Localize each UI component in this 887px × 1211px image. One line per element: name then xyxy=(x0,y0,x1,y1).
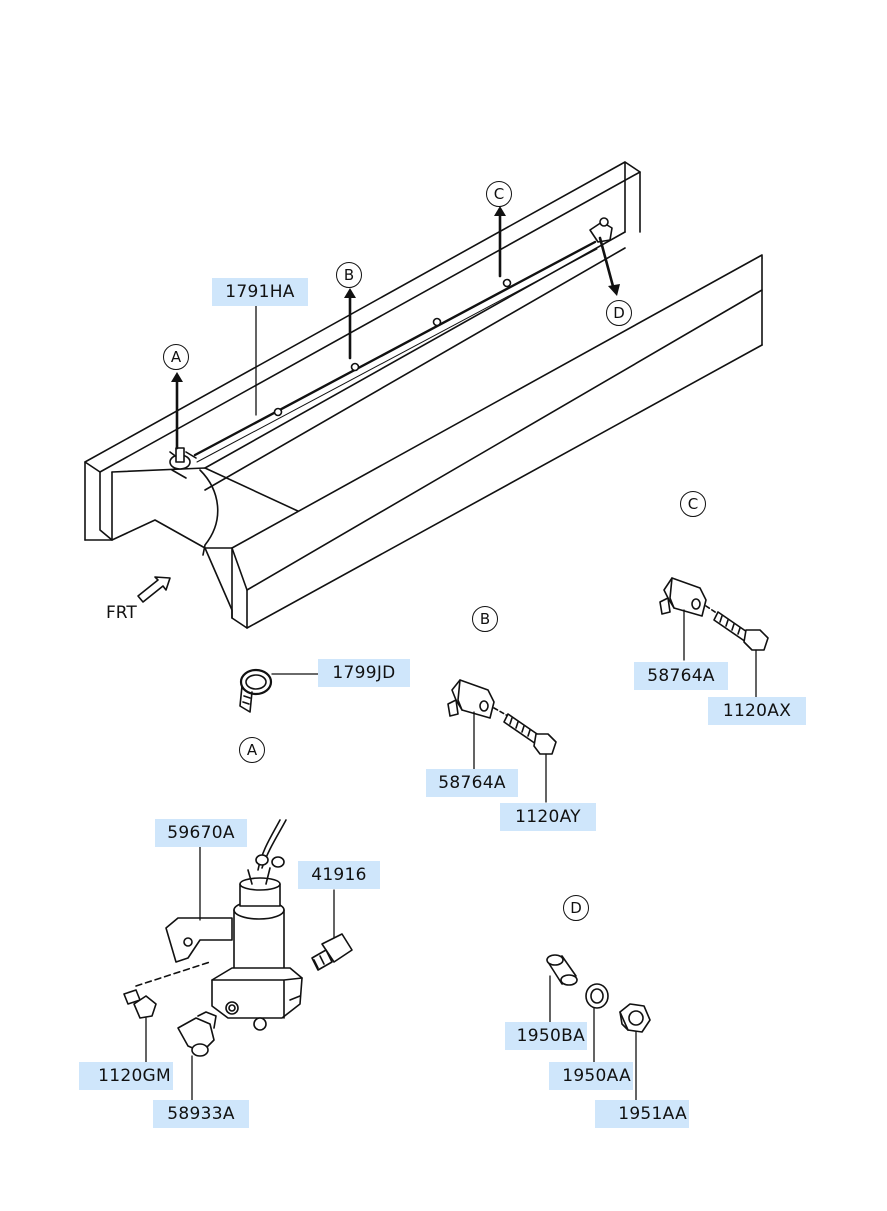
callout-a-rail: A xyxy=(163,344,189,370)
elbow-58933A-icon xyxy=(177,1011,217,1101)
fitting-41916-icon xyxy=(311,889,353,971)
front-direction-label: FRT xyxy=(106,603,137,623)
callout-arrows xyxy=(175,212,616,450)
valve-on-rail-icon xyxy=(169,447,197,479)
part-label-41916[interactable]: 41916 xyxy=(298,861,380,889)
hose-line xyxy=(193,240,598,556)
part-label-1120AY[interactable]: 1120AY xyxy=(500,803,596,831)
rail-end-bracket-icon xyxy=(589,217,613,243)
bolt-c-icon xyxy=(705,605,769,699)
callout-b-rail: B xyxy=(336,262,362,288)
section-c-marker: C xyxy=(680,491,706,517)
section-b-marker: B xyxy=(472,606,498,632)
part-label-1120AX[interactable]: 1120AX xyxy=(708,697,806,725)
part-label-1950BA[interactable]: 1950BA xyxy=(505,1022,587,1050)
part-label-1799JD[interactable]: 1799JD xyxy=(318,659,410,687)
section-a-marker: A xyxy=(239,737,265,763)
arrowheads xyxy=(171,206,620,382)
ring-1950AA-icon xyxy=(585,983,609,1063)
part-label-58933A[interactable]: 58933A xyxy=(153,1100,249,1128)
valve-assembly-icon xyxy=(135,819,303,1031)
part-label-1951AA[interactable]: 1951AA xyxy=(595,1100,689,1128)
nut-1951AA-icon xyxy=(619,1003,651,1101)
callout-d-rail: D xyxy=(606,300,632,326)
hose-clamp-icon xyxy=(239,668,321,713)
part-label-59670A[interactable]: 59670A xyxy=(155,819,247,847)
part-label-58764A-b[interactable]: 58764A xyxy=(426,769,518,797)
frame-rail xyxy=(84,161,763,629)
front-arrow-icon xyxy=(137,576,171,603)
part-label-1791HA[interactable]: 1791HA xyxy=(212,278,308,306)
sleeve-1950BA-icon xyxy=(546,954,578,1023)
part-label-1950AA[interactable]: 1950AA xyxy=(549,1062,633,1090)
bolt-1120GM-icon xyxy=(123,989,157,1063)
bracket-c-icon xyxy=(659,577,707,661)
section-d-marker: D xyxy=(563,895,589,921)
bracket-b-icon xyxy=(447,679,495,771)
part-label-1120GM[interactable]: 1120GM xyxy=(79,1062,173,1090)
bolt-b-icon xyxy=(493,707,557,803)
part-label-58764A-c[interactable]: 58764A xyxy=(634,662,728,690)
callout-c-rail: C xyxy=(486,181,512,207)
